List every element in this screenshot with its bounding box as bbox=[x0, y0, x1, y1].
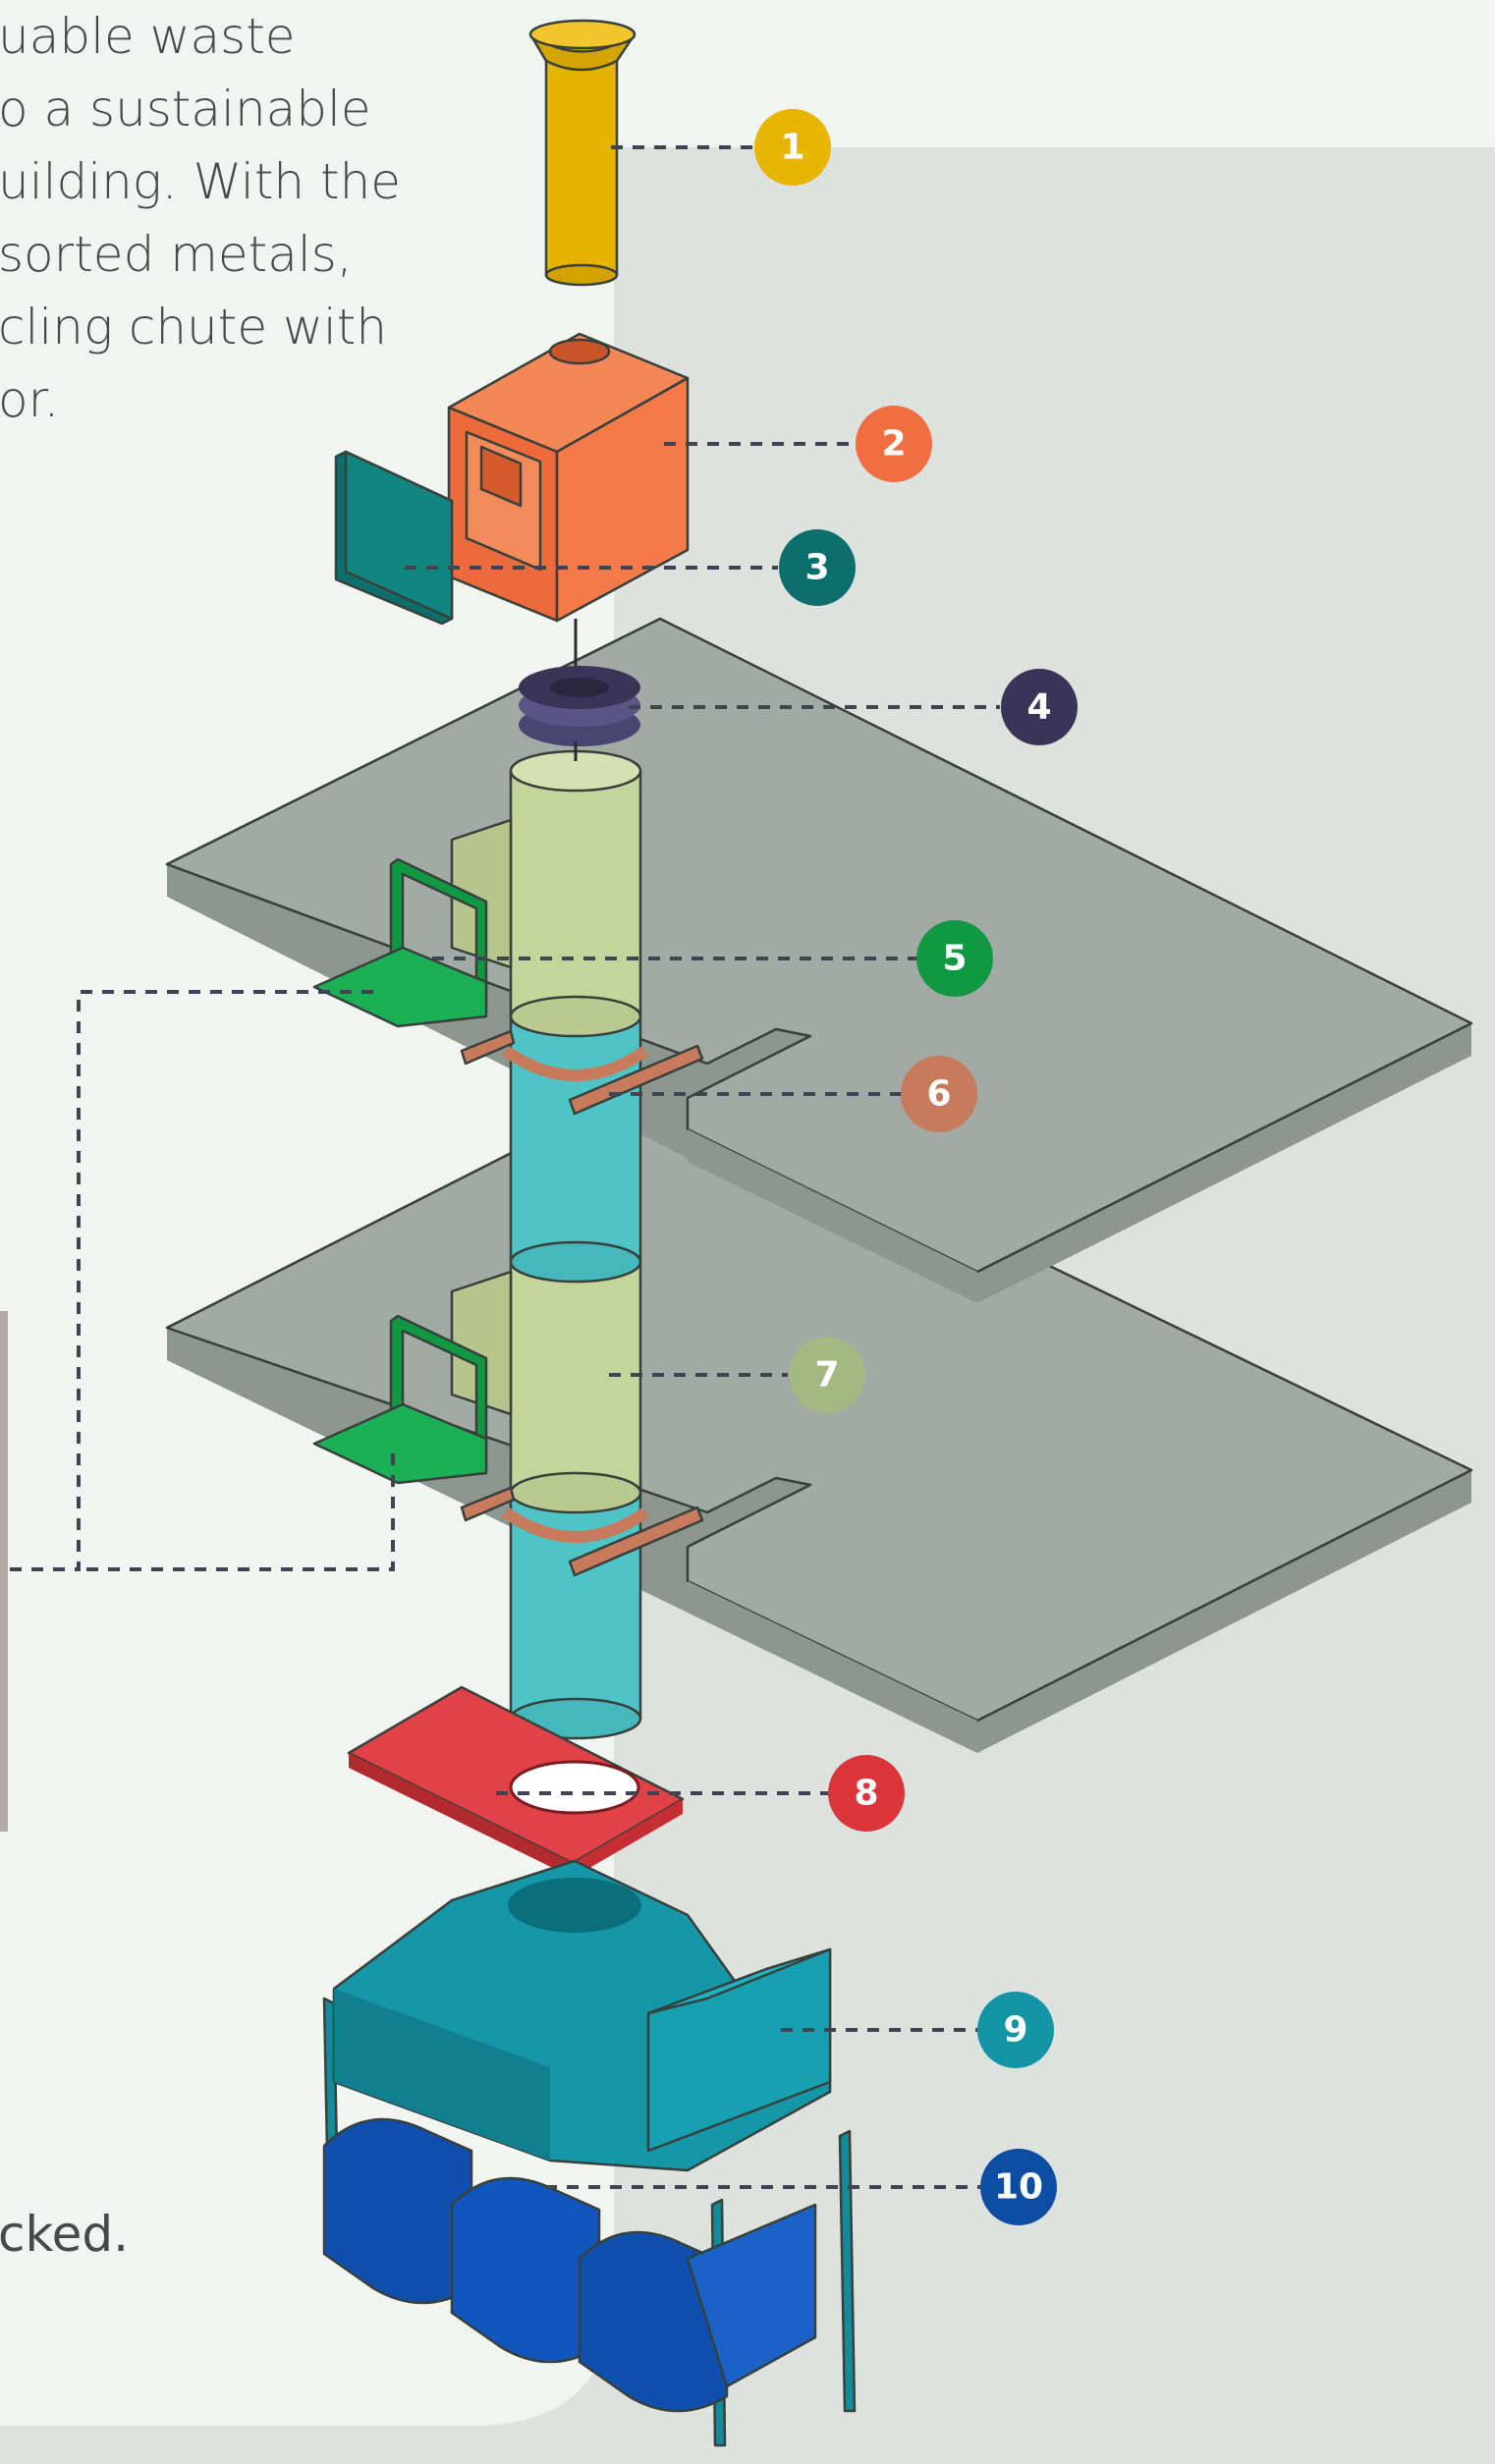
callout-badge-circle bbox=[828, 1755, 905, 1832]
callout-badge-circle bbox=[754, 109, 831, 186]
top-box bbox=[447, 332, 690, 623]
intro-line: cling chute with bbox=[0, 299, 388, 356]
left-edge-image-strip bbox=[0, 1311, 8, 1832]
intro-line: sorted metals, bbox=[0, 226, 353, 283]
callout-badge-3: 3 bbox=[779, 529, 856, 606]
callout-badge-4: 4 bbox=[1001, 669, 1078, 745]
collection-bins bbox=[322, 2117, 817, 2413]
callout-badge-number: 1 bbox=[780, 128, 804, 168]
upper-floor-slab bbox=[165, 617, 1473, 1303]
base-plate bbox=[347, 1685, 685, 1878]
callout-badge-circle bbox=[789, 1337, 865, 1413]
intro-line: uilding. With the bbox=[0, 153, 402, 210]
callout-badge-circle bbox=[779, 529, 856, 606]
callout-badge-number: 2 bbox=[881, 424, 906, 465]
callout-badge-number: 7 bbox=[814, 1355, 839, 1396]
callout-badge-number: 4 bbox=[1026, 687, 1051, 728]
callout-badge-number: 3 bbox=[804, 548, 829, 588]
callout-badge-6: 6 bbox=[901, 1056, 977, 1132]
callout-badge-circle bbox=[1001, 669, 1078, 745]
lower-support-bracket bbox=[460, 1486, 704, 1577]
callout-badge-circle bbox=[980, 2149, 1057, 2225]
callout-badge-circle bbox=[901, 1056, 977, 1132]
side-door bbox=[334, 450, 454, 626]
leader-lines bbox=[10, 145, 1000, 2189]
callout-badge-number: 6 bbox=[926, 1074, 951, 1115]
callout-badge-number: 8 bbox=[854, 1774, 878, 1814]
callout-badge-number: 5 bbox=[942, 939, 967, 979]
outro-text: cked. bbox=[0, 2206, 130, 2263]
upper-inlet-section bbox=[450, 749, 642, 1038]
intro-line: or. bbox=[0, 371, 60, 428]
middle-chute-pipe bbox=[509, 1010, 642, 1284]
callout-badge-5: 5 bbox=[916, 920, 993, 997]
callout-badge-8: 8 bbox=[828, 1755, 905, 1832]
brush-ring bbox=[519, 619, 640, 761]
callout-badge-circle bbox=[977, 1992, 1054, 2068]
hopper-tube bbox=[528, 19, 637, 287]
callout-badge-10: 10 bbox=[980, 2149, 1057, 2225]
intro-line: uable waste bbox=[0, 8, 296, 65]
intro-line: o a sustainable bbox=[0, 81, 371, 137]
callout-badge-7: 7 bbox=[789, 1337, 865, 1413]
lower-inlet-door bbox=[312, 1314, 488, 1485]
lower-inlet-section bbox=[450, 1260, 642, 1514]
callout-badge-circle bbox=[916, 920, 993, 997]
upper-support-bracket bbox=[460, 1029, 704, 1116]
callout-badges: 1 2 3 4 5 6 7 8 9 10 bbox=[754, 109, 1078, 2225]
callout-badge-1: 1 bbox=[754, 109, 831, 186]
sorter-housing bbox=[322, 1859, 857, 2447]
callout-badge-number: 10 bbox=[994, 2167, 1043, 2208]
intro-text: uable waste o a sustainable uilding. Wit… bbox=[0, 0, 411, 436]
callout-badge-2: 2 bbox=[856, 406, 932, 482]
callout-badge-9: 9 bbox=[977, 1992, 1054, 2068]
upper-inlet-door bbox=[312, 857, 488, 1028]
callout-badge-number: 9 bbox=[1003, 2010, 1027, 2051]
callout-badge-circle bbox=[856, 406, 932, 482]
